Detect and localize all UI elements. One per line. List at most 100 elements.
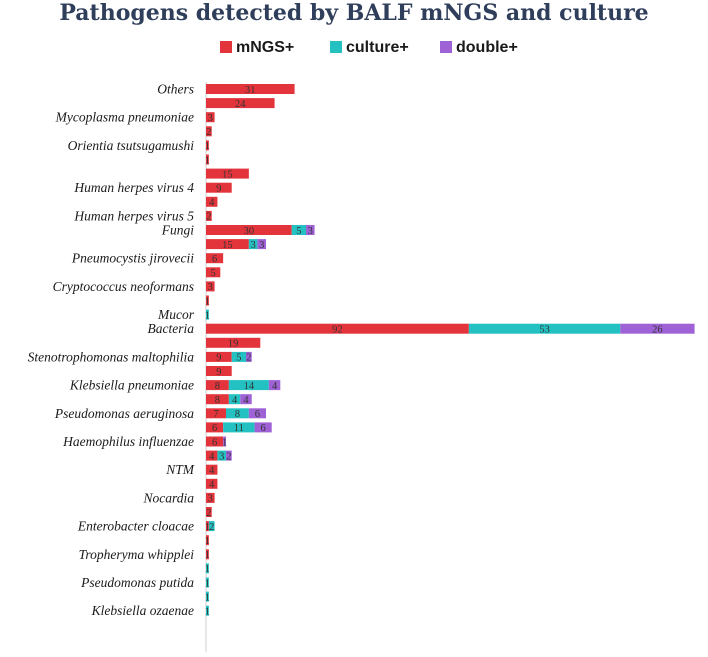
category-label-29: Nocardia [143, 490, 195, 505]
category-label-27: NTM [165, 462, 195, 477]
bar-row26-s1 [217, 450, 226, 461]
bar-row24-s1 [223, 422, 255, 433]
value-label-row36-s1: 1 [205, 592, 210, 603]
value-label-row26-s2: 2 [226, 451, 231, 462]
value-label-row26-s0: 4 [209, 451, 215, 462]
legend-swatch-2 [440, 41, 452, 53]
category-label-21: Klebsiella pneumoniae [69, 378, 194, 393]
value-label-row19-s1: 5 [236, 353, 241, 364]
value-label-row25-s0: 6 [212, 437, 217, 448]
bar-row17-s2 [620, 323, 695, 334]
legend-label-2: double+ [456, 39, 518, 56]
value-label-row23-s1: 8 [235, 409, 240, 420]
value-label-row19-s0: 9 [216, 353, 221, 364]
category-label-4: Orientia tsutsugamushi [68, 138, 195, 153]
bar-row33-s0 [206, 549, 209, 560]
bar-row16-s1 [206, 309, 209, 320]
category-label-23: Pseudomonas aeruginosa [54, 406, 194, 421]
bar-row34-s1 [206, 563, 209, 574]
value-label-row32-s0: 1 [205, 536, 210, 547]
bar-row19-s2 [246, 351, 252, 362]
bar-row7-s0 [206, 182, 232, 193]
value-label-row19-s2: 2 [246, 353, 251, 364]
value-label-row0-s0: 31 [245, 85, 256, 96]
value-label-row5-s0: 1 [205, 155, 210, 166]
value-label-row28-s0: 4 [209, 480, 215, 491]
bar-row35-s1 [206, 577, 209, 588]
bar-row3-s0 [206, 126, 212, 137]
bar-row30-s0 [206, 507, 212, 517]
value-label-row9-s0: 2 [206, 212, 211, 223]
value-label-row27-s0: 4 [209, 466, 215, 477]
value-label-row4-s0: 1 [205, 141, 210, 152]
bar-row10-s0 [206, 225, 292, 235]
category-label-0: Others [157, 82, 194, 97]
value-label-row37-s1: 1 [205, 607, 210, 618]
bar-row14-s0 [206, 281, 215, 292]
value-label-row3-s0: 2 [206, 127, 211, 138]
value-label-row29-s0: 3 [208, 494, 213, 505]
bar-row23-s0 [206, 408, 226, 419]
value-label-row10-s0: 30 [244, 226, 255, 237]
category-label-33: Tropheryma whipplei [79, 547, 195, 562]
bar-group [206, 84, 695, 616]
value-label-row24-s0: 6 [212, 423, 217, 434]
value-label-row11-s1: 3 [251, 240, 256, 251]
value-label-row7-s0: 9 [216, 184, 221, 195]
category-label-14: Cryptococcus neoformans [53, 279, 194, 294]
legend-swatch-0 [220, 41, 232, 53]
bar-row4-s0 [206, 140, 209, 151]
value-label-row30-s0: 2 [206, 508, 211, 519]
bar-row2-s0 [206, 112, 215, 123]
value-label-row11-s2: 3 [259, 240, 264, 251]
category-label-10: Fungi [161, 223, 194, 238]
category-label-31: Enterobacter cloacae [77, 519, 194, 534]
bar-row11-s2 [257, 239, 266, 250]
bar-row11-s0 [206, 239, 249, 250]
value-label-row26-s1: 3 [219, 451, 224, 462]
legend-label-1: culture+ [346, 39, 409, 56]
value-label-row34-s1: 1 [205, 564, 210, 575]
bar-row21-s0 [206, 380, 229, 391]
bar-row8-s0 [206, 196, 218, 207]
bar-row25-s0 [206, 436, 224, 447]
bar-row31-s1 [208, 521, 215, 532]
bar-row10-s2 [306, 225, 315, 235]
value-label-row22-s2: 4 [243, 395, 249, 406]
bar-row26-s2 [226, 450, 232, 461]
bar-row21-s1 [228, 380, 269, 391]
bar-row24-s0 [206, 422, 224, 433]
value-label-row22-s0: 8 [215, 395, 220, 406]
value-label-row13-s0: 5 [211, 268, 216, 279]
value-label-row1-s0: 24 [235, 99, 246, 110]
bar-row27-s0 [206, 464, 218, 475]
bar-row13-s0 [206, 267, 221, 278]
bar-row31-s0 [206, 521, 209, 532]
category-label-25: Haemophilus influenzae [62, 434, 194, 449]
value-label-row8-s0: 4 [209, 198, 215, 209]
value-label-row22-s1: 4 [232, 395, 238, 406]
bar-row5-s0 [206, 154, 209, 165]
value-label-row14-s0: 3 [208, 282, 213, 293]
bar-row23-s2 [248, 408, 266, 419]
bar-row9-s0 [206, 210, 212, 221]
category-label-35: Pseudomonas putida [80, 575, 194, 590]
bar-row21-s2 [268, 380, 281, 391]
value-label-row21-s2: 4 [272, 381, 278, 392]
category-label-17: Bacteria [148, 321, 195, 336]
value-label-row17-s1: 53 [539, 325, 550, 336]
category-label-9: Human herpes virus 5 [73, 208, 194, 223]
value-label-row11-s0: 15 [222, 240, 233, 251]
bar-row10-s1 [291, 225, 306, 235]
legend-label-0: mNGS+ [236, 39, 294, 56]
value-label-row21-s1: 14 [244, 381, 255, 392]
bar-row1-s0 [206, 98, 275, 109]
value-label-row15-s0: 1 [205, 296, 210, 307]
category-label-37: Klebsiella ozaenae [91, 603, 194, 618]
bar-row6-s0 [206, 168, 249, 179]
value-label-row12-s0: 6 [212, 254, 217, 265]
value-label-row24-s2: 6 [261, 423, 266, 434]
value-label-row31-s1: 2 [209, 522, 214, 533]
bar-row36-s1 [206, 591, 209, 602]
